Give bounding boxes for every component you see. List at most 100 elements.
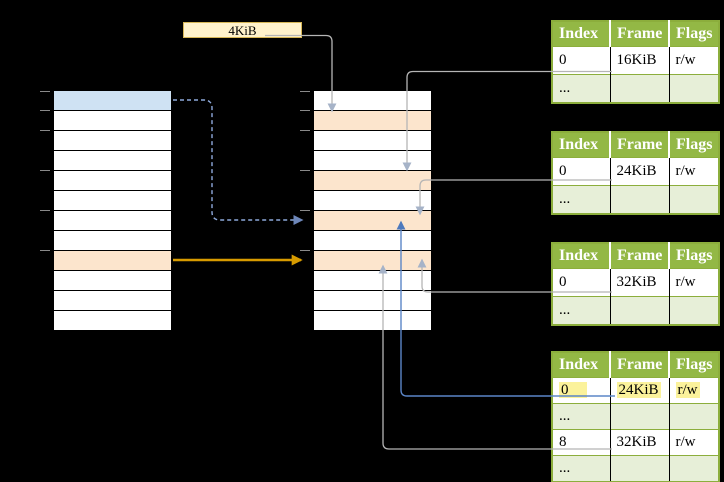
cell-flags xyxy=(668,455,719,482)
highlighted-value: 0 xyxy=(559,382,587,398)
address-tick xyxy=(300,110,310,111)
table-row: 0 24KiB r/w xyxy=(552,157,719,186)
table-header-row: Index Frame Flags xyxy=(552,21,719,47)
table-row-ellipsis: ... xyxy=(552,296,719,325)
table-header-row: Index Frame Flags xyxy=(552,352,719,378)
memory-row xyxy=(54,231,171,251)
address-tick xyxy=(40,210,50,211)
address-tick xyxy=(300,250,310,251)
table-row-ellipsis: ... xyxy=(552,455,719,482)
cell-index: ... xyxy=(552,74,610,103)
memory-row-blue xyxy=(54,91,171,111)
highlighted-value: r/w xyxy=(675,382,700,398)
connector-bluerow-to-frame7-dashed xyxy=(173,99,304,225)
col-header-flags: Flags xyxy=(668,132,719,158)
memory-row xyxy=(54,291,171,311)
cell-index: ... xyxy=(552,185,610,214)
address-tick xyxy=(40,91,50,92)
address-tick xyxy=(300,130,310,131)
col-header-frame: Frame xyxy=(609,132,669,158)
cell-index: 0 xyxy=(552,268,610,297)
table-row-ellipsis: ... xyxy=(552,74,719,103)
address-tick xyxy=(40,250,50,251)
cell-frame xyxy=(609,455,669,482)
address-tick xyxy=(300,170,310,171)
memory-row xyxy=(314,91,431,111)
memory-row xyxy=(54,211,171,231)
frame-table-2: Index Frame Flags 0 24KiB r/w ... xyxy=(551,131,720,215)
table-row: 0 32KiB r/w xyxy=(552,268,719,297)
table-row: 0 16KiB r/w xyxy=(552,46,719,75)
memory-row xyxy=(54,311,171,331)
col-header-index: Index xyxy=(552,243,610,269)
cell-flags: r/w xyxy=(668,46,719,75)
address-tick xyxy=(40,170,50,171)
frame-table-3: Index Frame Flags 0 32KiB r/w ... xyxy=(551,242,720,326)
cell-frame xyxy=(609,296,669,325)
address-tick xyxy=(40,130,50,131)
memory-row xyxy=(54,111,171,131)
memory-row xyxy=(314,311,431,331)
highlighted-value: 24KiB xyxy=(616,382,661,398)
col-header-flags: Flags xyxy=(668,243,719,269)
memory-row xyxy=(314,291,431,311)
cell-index: ... xyxy=(552,296,610,325)
table-row: 8 32KiB r/w xyxy=(552,429,719,456)
col-header-frame: Frame xyxy=(609,21,669,47)
memory-row-orange xyxy=(314,211,431,231)
cell-flags xyxy=(668,296,719,325)
cell-index: 0 xyxy=(552,46,610,75)
cell-frame: 16KiB xyxy=(609,46,669,75)
page-size-label: 4KiB xyxy=(183,22,302,38)
cell-flags: r/w xyxy=(668,268,719,297)
table-row-ellipsis: ... xyxy=(552,403,719,430)
col-header-frame: Frame xyxy=(609,352,669,378)
cell-flags xyxy=(668,74,719,103)
address-tick xyxy=(300,210,310,211)
table-header-row: Index Frame Flags xyxy=(552,132,719,158)
memory-row xyxy=(314,151,431,171)
memory-row xyxy=(314,231,431,251)
col-header-index: Index xyxy=(552,352,610,378)
col-header-index: Index xyxy=(552,21,610,47)
cell-index: 0 xyxy=(552,157,610,186)
memory-row xyxy=(314,271,431,291)
cell-frame: 32KiB xyxy=(609,268,669,297)
cell-flags: r/w xyxy=(668,377,719,404)
memory-row-orange xyxy=(314,111,431,131)
memory-row-orange xyxy=(314,251,431,271)
cell-flags xyxy=(668,185,719,214)
address-tick xyxy=(40,110,50,111)
memory-row xyxy=(54,271,171,291)
frame-table-4: Index Frame Flags 0 24KiB r/w ... 8 32Ki… xyxy=(551,351,720,482)
memory-row xyxy=(314,191,431,211)
cell-index: ... xyxy=(552,455,610,482)
memory-row xyxy=(54,191,171,211)
cell-index: ... xyxy=(552,403,610,430)
cell-flags: r/w xyxy=(668,157,719,186)
table-row-highlighted: 0 24KiB r/w xyxy=(552,377,719,404)
memory-row xyxy=(54,131,171,151)
cell-frame xyxy=(609,74,669,103)
memory-row-orange xyxy=(54,251,171,271)
address-tick xyxy=(300,91,310,92)
cell-frame xyxy=(609,185,669,214)
cell-frame: 24KiB xyxy=(609,157,669,186)
col-header-flags: Flags xyxy=(668,21,719,47)
middle-memory-table xyxy=(313,90,432,331)
memory-row xyxy=(54,151,171,171)
col-header-index: Index xyxy=(552,132,610,158)
table-header-row: Index Frame Flags xyxy=(552,243,719,269)
memory-row-orange xyxy=(314,171,431,191)
cell-frame xyxy=(609,403,669,430)
cell-frame: 32KiB xyxy=(609,429,669,456)
col-header-frame: Frame xyxy=(609,243,669,269)
memory-row xyxy=(54,171,171,191)
cell-flags xyxy=(668,403,719,430)
left-memory-table xyxy=(53,90,172,331)
cell-index: 0 xyxy=(552,377,610,404)
frame-table-1: Index Frame Flags 0 16KiB r/w ... xyxy=(551,20,720,104)
col-header-flags: Flags xyxy=(668,352,719,378)
cell-flags: r/w xyxy=(668,429,719,456)
